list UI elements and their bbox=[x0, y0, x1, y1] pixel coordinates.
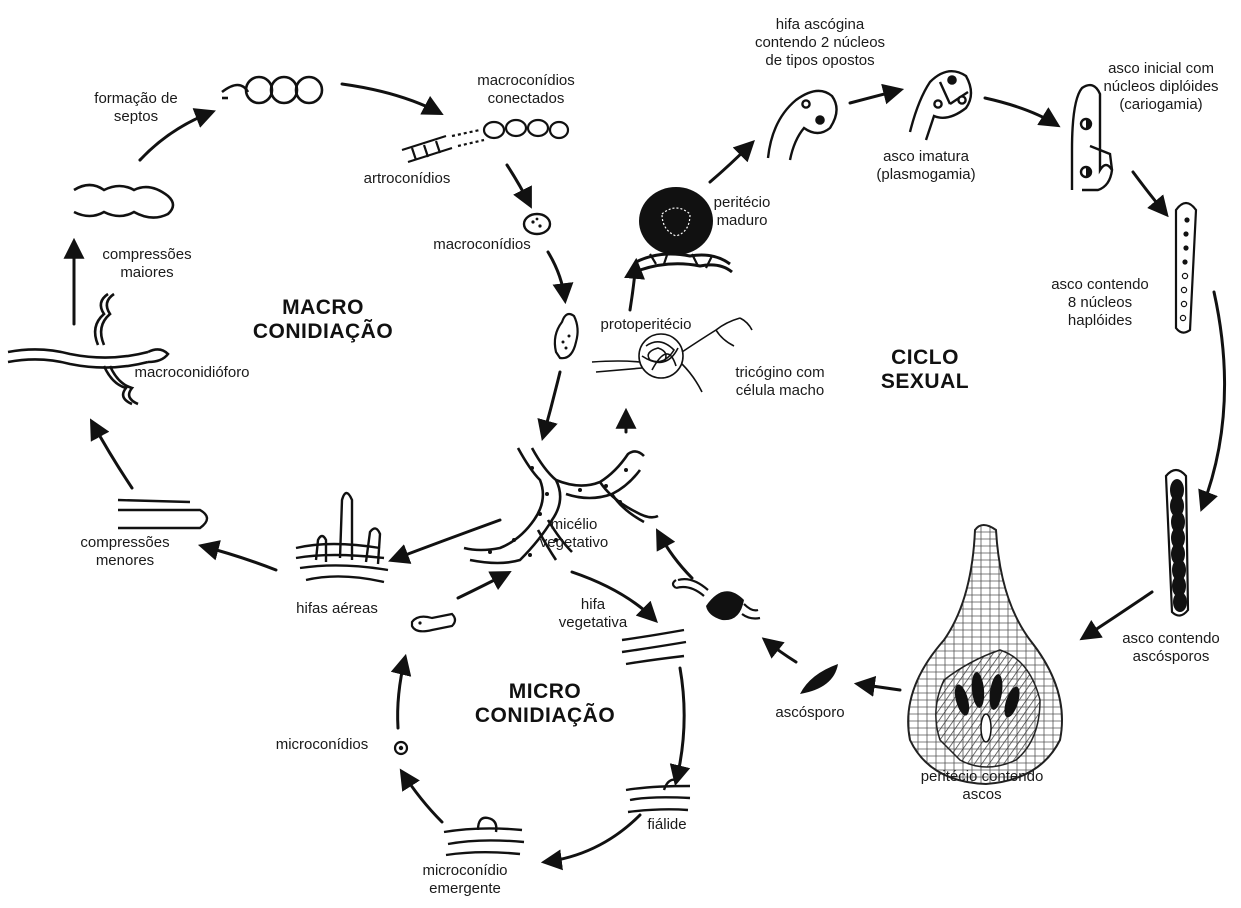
label-tricogino: tricógino com célula macho bbox=[720, 364, 840, 400]
label-macroconidioforo: macroconidióforo bbox=[122, 364, 262, 382]
arrow-mature-to-ascogenous bbox=[710, 143, 752, 182]
arrow-protoperithecium-to-mature bbox=[630, 262, 636, 310]
arrow-immature-to-initial bbox=[985, 98, 1057, 125]
arrow-connected-to-macroconidia bbox=[507, 165, 530, 205]
label-asco-ascosporos: asco contendo ascósporos bbox=[1106, 630, 1236, 666]
microconidium-germinating-drawing bbox=[412, 614, 455, 631]
label-asco-inicial: asco inicial com núcleos diplóides (cari… bbox=[1086, 60, 1236, 114]
title-sexual-cycle: CICLO SEXUAL bbox=[870, 346, 980, 394]
arrow-hyphae-to-phialide bbox=[676, 668, 684, 782]
label-peritecio-ascos: peritécio contendo ascos bbox=[902, 768, 1062, 804]
arrow-chain-to-connected bbox=[342, 84, 440, 113]
label-artroconidios: artroconídios bbox=[352, 170, 462, 188]
arrow-germinating-to-mycelium bbox=[543, 372, 560, 437]
arrow-phialide-to-emergent bbox=[545, 815, 640, 862]
label-fialide: fiálide bbox=[632, 816, 702, 834]
label-macroconidios-conectados: macroconídios conectados bbox=[466, 72, 586, 108]
connected-macroconidia bbox=[402, 120, 568, 162]
germinating-ascospore-drawing bbox=[673, 579, 760, 620]
label-asco-8-nucleos: asco contendo 8 núcleos haplóides bbox=[1040, 276, 1160, 330]
label-formacao-septos: formação de septos bbox=[76, 90, 196, 126]
ascus-ascospores-drawing bbox=[1166, 470, 1188, 616]
label-ascosporo: ascósporo bbox=[760, 704, 860, 722]
arrow-microconidia-up bbox=[398, 658, 405, 728]
arrow-ascogenous-to-immature bbox=[850, 90, 900, 103]
arrow-perithecium-to-ascospore bbox=[858, 684, 900, 690]
arrow-macroconidia-down bbox=[548, 252, 565, 300]
label-micelio-vegetativo: micélio vegetativo bbox=[524, 516, 624, 552]
arrow-mycelium-to-aerial bbox=[392, 520, 500, 560]
arrow-initial-to-8nuclei bbox=[1133, 172, 1166, 214]
arrow-germinating-to-mycelium-2 bbox=[658, 532, 692, 578]
microconidium-drawing bbox=[395, 742, 407, 754]
phialide-drawing bbox=[626, 780, 690, 812]
ascogenous-hypha-drawing bbox=[768, 91, 837, 160]
single-macroconidium bbox=[524, 214, 550, 234]
immature-ascus-drawing bbox=[910, 71, 971, 140]
label-hifa-ascogina: hifa ascógina contendo 2 núcleos de tipo… bbox=[740, 16, 900, 70]
title-macro-conidiation: MACRO CONIDIAÇÃO bbox=[248, 296, 398, 344]
germinating-macroconidium bbox=[555, 314, 578, 358]
macroconidiophore-drawing bbox=[8, 294, 168, 404]
title-micro-conidiation: MICRO CONIDIAÇÃO bbox=[470, 680, 620, 728]
emerging-microconidium-drawing bbox=[444, 818, 524, 855]
label-hifa-vegetativa: hifa vegetativa bbox=[548, 596, 638, 632]
vegetative-hypha-drawing bbox=[622, 630, 686, 664]
label-compressoes-maiores: compressões maiores bbox=[92, 246, 202, 282]
arrow-lower-to-conidiophore bbox=[92, 422, 132, 488]
arrow-aerial-to-lower bbox=[202, 546, 276, 570]
septate-hypha-drawing bbox=[74, 185, 173, 218]
ascospore-drawing bbox=[800, 664, 838, 694]
label-asco-imatura: asco imatura (plasmogamia) bbox=[866, 148, 986, 184]
perithecium-with-asci-drawing bbox=[908, 525, 1062, 784]
label-macroconidios: macroconídios bbox=[422, 236, 542, 254]
label-peritecio-maduro: peritécio maduro bbox=[702, 194, 782, 230]
aerial-hyphae-drawing bbox=[296, 493, 388, 582]
arrow-microconidium-to-mycelium bbox=[458, 573, 508, 598]
label-protoperitecio: protoperitécio bbox=[586, 316, 706, 334]
label-microconidios: microconídios bbox=[262, 736, 382, 754]
ascus-8-nuclei-drawing bbox=[1176, 203, 1196, 333]
arrow-ascospore-to-germinating bbox=[765, 640, 796, 662]
lower-compressions-drawing bbox=[118, 500, 207, 528]
label-hifas-aereas: hifas aéreas bbox=[282, 600, 392, 618]
label-microconidio-emergente: microconídio emergente bbox=[410, 862, 520, 898]
macroconidia-chain bbox=[222, 77, 322, 103]
arrow-8nuclei-to-ascospores bbox=[1202, 292, 1225, 508]
arrow-emergent-to-microconidia bbox=[402, 772, 442, 822]
label-compressoes-menores: compressões menores bbox=[70, 534, 180, 570]
